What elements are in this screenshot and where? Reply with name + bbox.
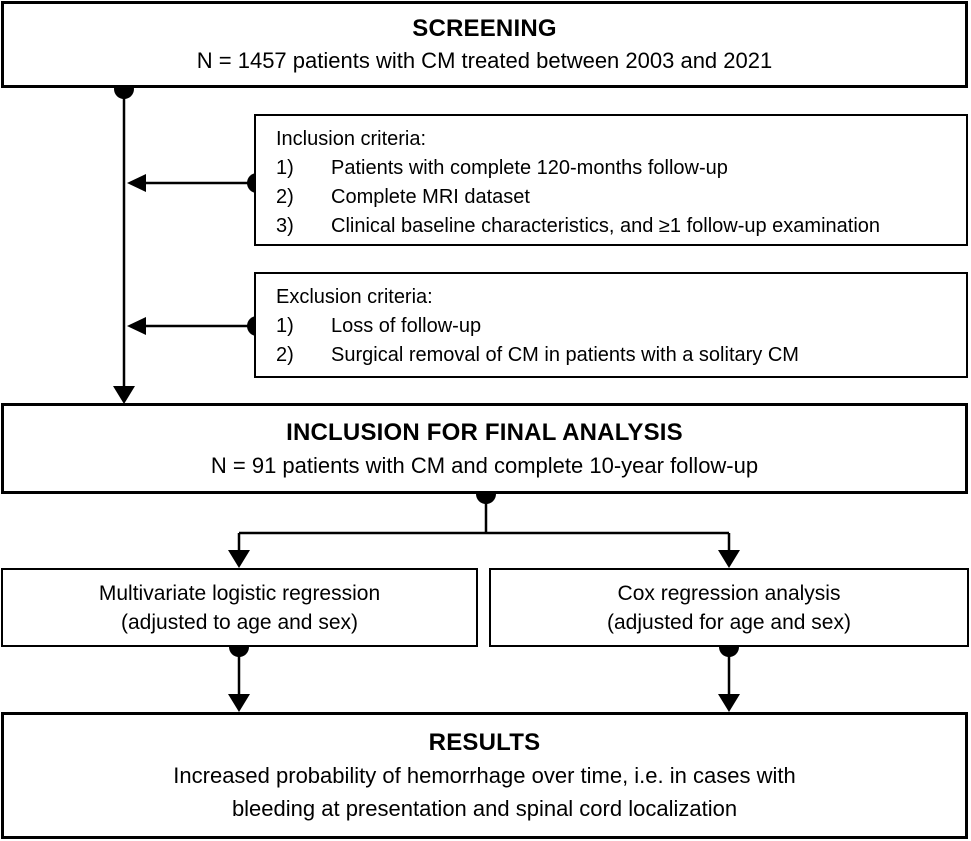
arrowhead-down-cox	[718, 550, 740, 568]
final-analysis-title: INCLUSION FOR FINAL ANALYSIS	[286, 418, 683, 446]
logistic-regression-line1: Multivariate logistic regression	[98, 581, 381, 605]
list-item: 2) Surgical removal of CM in patients wi…	[276, 341, 799, 370]
results-line1: Increased probability of hemorrhage over…	[173, 762, 796, 788]
exclusion-criteria-heading: Exclusion criteria:	[276, 286, 433, 308]
criteria-item-number: 2)	[276, 186, 294, 208]
inclusion-criteria-box: Inclusion criteria: 1) Patients with com…	[254, 114, 968, 246]
list-item: 1) Loss of follow-up	[276, 312, 481, 341]
criteria-item-text: Surgical removal of CM in patients with …	[331, 344, 799, 366]
screening-box: SCREENING N = 1457 patients with CM trea…	[1, 1, 968, 88]
exclusion-criteria-box: Exclusion criteria: 1) Loss of follow-up…	[254, 272, 968, 378]
arrowhead-down-logistic	[228, 550, 250, 568]
logistic-regression-box: Multivariate logistic regression (adjust…	[1, 568, 478, 647]
inclusion-criteria-heading: Inclusion criteria:	[276, 128, 427, 150]
results-line2: bleeding at presentation and spinal cord…	[231, 795, 738, 821]
criteria-item-number: 1)	[276, 157, 294, 179]
logistic-regression-line2: (adjusted to age and sex)	[121, 610, 358, 634]
criteria-item-number: 1)	[276, 315, 294, 337]
cox-regression-box: Cox regression analysis (adjusted for ag…	[489, 568, 969, 647]
results-box: RESULTS Increased probability of hemorrh…	[1, 712, 968, 839]
list-item: 3) Clinical baseline characteristics, an…	[276, 212, 880, 241]
criteria-item-text: Clinical baseline characteristics, and ≥…	[331, 215, 881, 237]
cox-regression-line1: Cox regression analysis	[617, 581, 841, 605]
criteria-item-text: Loss of follow-up	[331, 315, 482, 337]
arrowhead-down-results-right	[718, 694, 740, 712]
screening-subtitle: N = 1457 patients with CM treated betwee…	[196, 48, 773, 73]
final-analysis-box: INCLUSION FOR FINAL ANALYSIS N = 91 pati…	[1, 403, 968, 494]
criteria-item-number: 3)	[276, 215, 294, 237]
arrowhead-left-exclusion	[127, 317, 146, 335]
results-title: RESULTS	[428, 728, 541, 756]
criteria-item-text: Complete MRI dataset	[331, 186, 530, 208]
criteria-item-text: Patients with complete 120-months follow…	[331, 157, 728, 179]
final-analysis-subtitle: N = 91 patients with CM and complete 10-…	[210, 452, 759, 478]
list-item: 1) Patients with complete 120-months fol…	[276, 154, 728, 183]
connector-branch	[237, 494, 731, 552]
arrowhead-left-inclusion	[127, 174, 146, 192]
arrowhead-down-final	[113, 386, 135, 404]
list-item: 2) Complete MRI dataset	[276, 183, 530, 212]
cox-regression-line2: (adjusted for age and sex)	[607, 610, 851, 634]
screening-title: SCREENING	[412, 15, 557, 42]
criteria-item-number: 2)	[276, 344, 294, 366]
arrowhead-down-results-left	[228, 694, 250, 712]
